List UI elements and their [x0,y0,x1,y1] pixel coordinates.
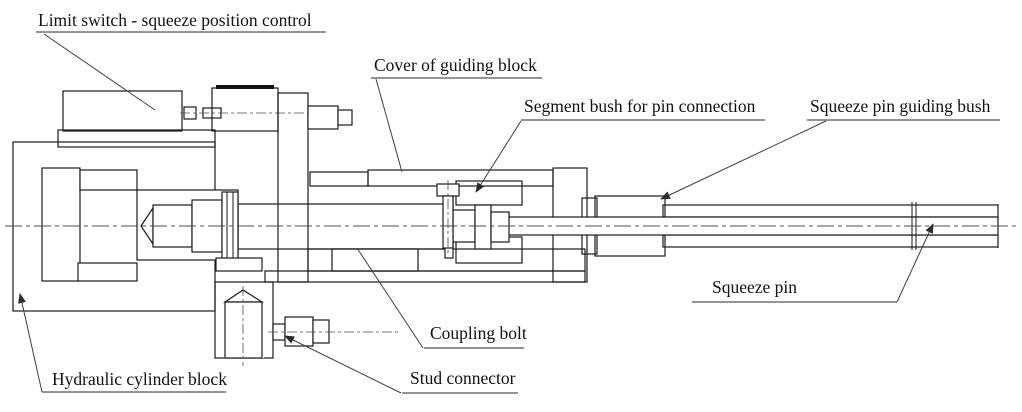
leader-stud-connector [284,335,402,394]
cover-of-guiding-block-part [309,169,554,187]
label-segment-bush: Segment bush for pin connection [524,96,756,116]
limit-switch-body [62,90,183,132]
vertical-flange-plate [277,92,309,283]
leader-cover [375,78,403,173]
label-cover: Cover of guiding block [374,55,537,75]
cylinder-chamber-notch [77,262,138,282]
label-stud-connector: Stud connector [410,368,516,388]
leader-limit-switch [43,33,156,111]
guiding-block-bottom-plate [264,270,586,283]
bracket-cap-strip [216,85,274,89]
leader-coupling-bolt [356,247,424,349]
flange-boss [307,105,339,130]
seal-ring-lines [226,192,234,260]
stud-connector-body [284,316,314,347]
segment-bush-part [436,180,523,264]
guiding-block-flange-part [211,85,353,283]
flange-boss-tip [337,109,353,126]
cover-strip [367,169,554,187]
stud-connector-tip [312,319,330,344]
coupling-bolt-rod [237,203,446,250]
leader-squeeze-pin [896,223,934,303]
stud-bolt-body [224,301,263,359]
pin-head-neck [490,211,510,243]
pin-head-disk [474,204,492,250]
leader-segment-bush [475,120,522,193]
labels: Limit switch - squeeze position control … [36,10,1000,394]
segment-bush-upper [455,180,523,206]
stud-connector-part [214,257,398,366]
label-squeeze-pin: Squeeze pin [712,277,797,297]
guiding-block-lower-pocket [331,248,419,272]
leader-hydraulic-block [18,293,43,393]
limit-switch-mounting-plate [57,129,216,148]
cylinder-chamber-top [79,169,138,191]
guiding-bush-tube-bottom [662,234,999,248]
label-coupling-bolt: Coupling bolt [430,323,527,343]
guiding-bush-tube-top [662,204,999,218]
leader-pin-guiding-bush [660,120,827,200]
cylinder-chamber-left [41,167,81,282]
label-pin-guiding-bush: Squeeze pin guiding bush [810,96,991,116]
label-limit-switch: Limit switch - squeeze position control [38,10,312,30]
cover-left-step [309,171,369,187]
label-hydraulic-block: Hydraulic cylinder block [52,369,227,389]
stud-bracket-step [215,257,263,272]
top-bracket-block [211,87,279,132]
